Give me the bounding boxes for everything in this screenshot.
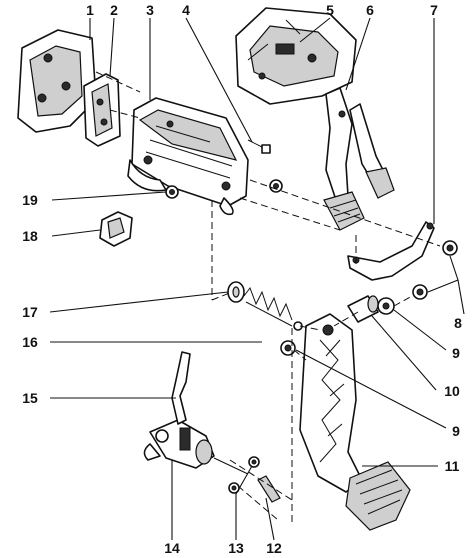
part-washer (227, 281, 245, 303)
callout-13: 13 (228, 540, 244, 556)
part-spring (243, 286, 303, 331)
part-nut-small (165, 185, 179, 199)
part-nut-set (412, 240, 458, 300)
part-bolt (247, 139, 271, 154)
callout-7: 7 (430, 2, 438, 18)
part-pin (257, 475, 281, 503)
part-hydraulic-line (171, 351, 191, 425)
part-clip-set (228, 456, 260, 494)
part-nut-housing (269, 179, 283, 193)
callout-1: 1 (86, 2, 94, 18)
part-bushing-lower (280, 340, 296, 356)
part-pedal-bracket-upper (235, 7, 357, 105)
part-bushing-upper (377, 297, 395, 315)
callout-9-upper: 9 (452, 345, 460, 361)
callout-12: 12 (266, 540, 282, 556)
part-clutch-pedal (299, 313, 411, 531)
callout-3: 3 (146, 2, 154, 18)
callout-16: 16 (22, 334, 38, 350)
leader-lines (49, 17, 465, 541)
callout-8: 8 (454, 315, 462, 331)
part-mounting-plate (17, 29, 97, 133)
callout-10: 10 (444, 383, 460, 399)
callout-15: 15 (22, 390, 38, 406)
part-master-cylinder (143, 419, 249, 475)
part-clutch-lever (347, 221, 435, 281)
callout-18: 18 (22, 228, 38, 244)
part-small-bracket (83, 73, 121, 147)
callout-19: 19 (22, 192, 38, 208)
callout-17: 17 (22, 304, 38, 320)
part-pedal-housing (127, 97, 249, 216)
callout-5: 5 (326, 2, 334, 18)
callout-4: 4 (182, 2, 190, 18)
callout-14: 14 (164, 540, 180, 556)
part-clip-block (99, 211, 133, 247)
callout-9-lower: 9 (452, 423, 460, 439)
part-sleeve (347, 295, 379, 323)
callout-11: 11 (445, 458, 460, 474)
callout-labels: 1 2 3 4 5 6 7 8 9 10 9 11 12 13 14 15 16… (22, 2, 462, 556)
assembly-lines (95, 71, 441, 522)
part-brake-pedal (323, 87, 395, 231)
callout-2: 2 (110, 2, 118, 18)
callout-6: 6 (366, 2, 374, 18)
